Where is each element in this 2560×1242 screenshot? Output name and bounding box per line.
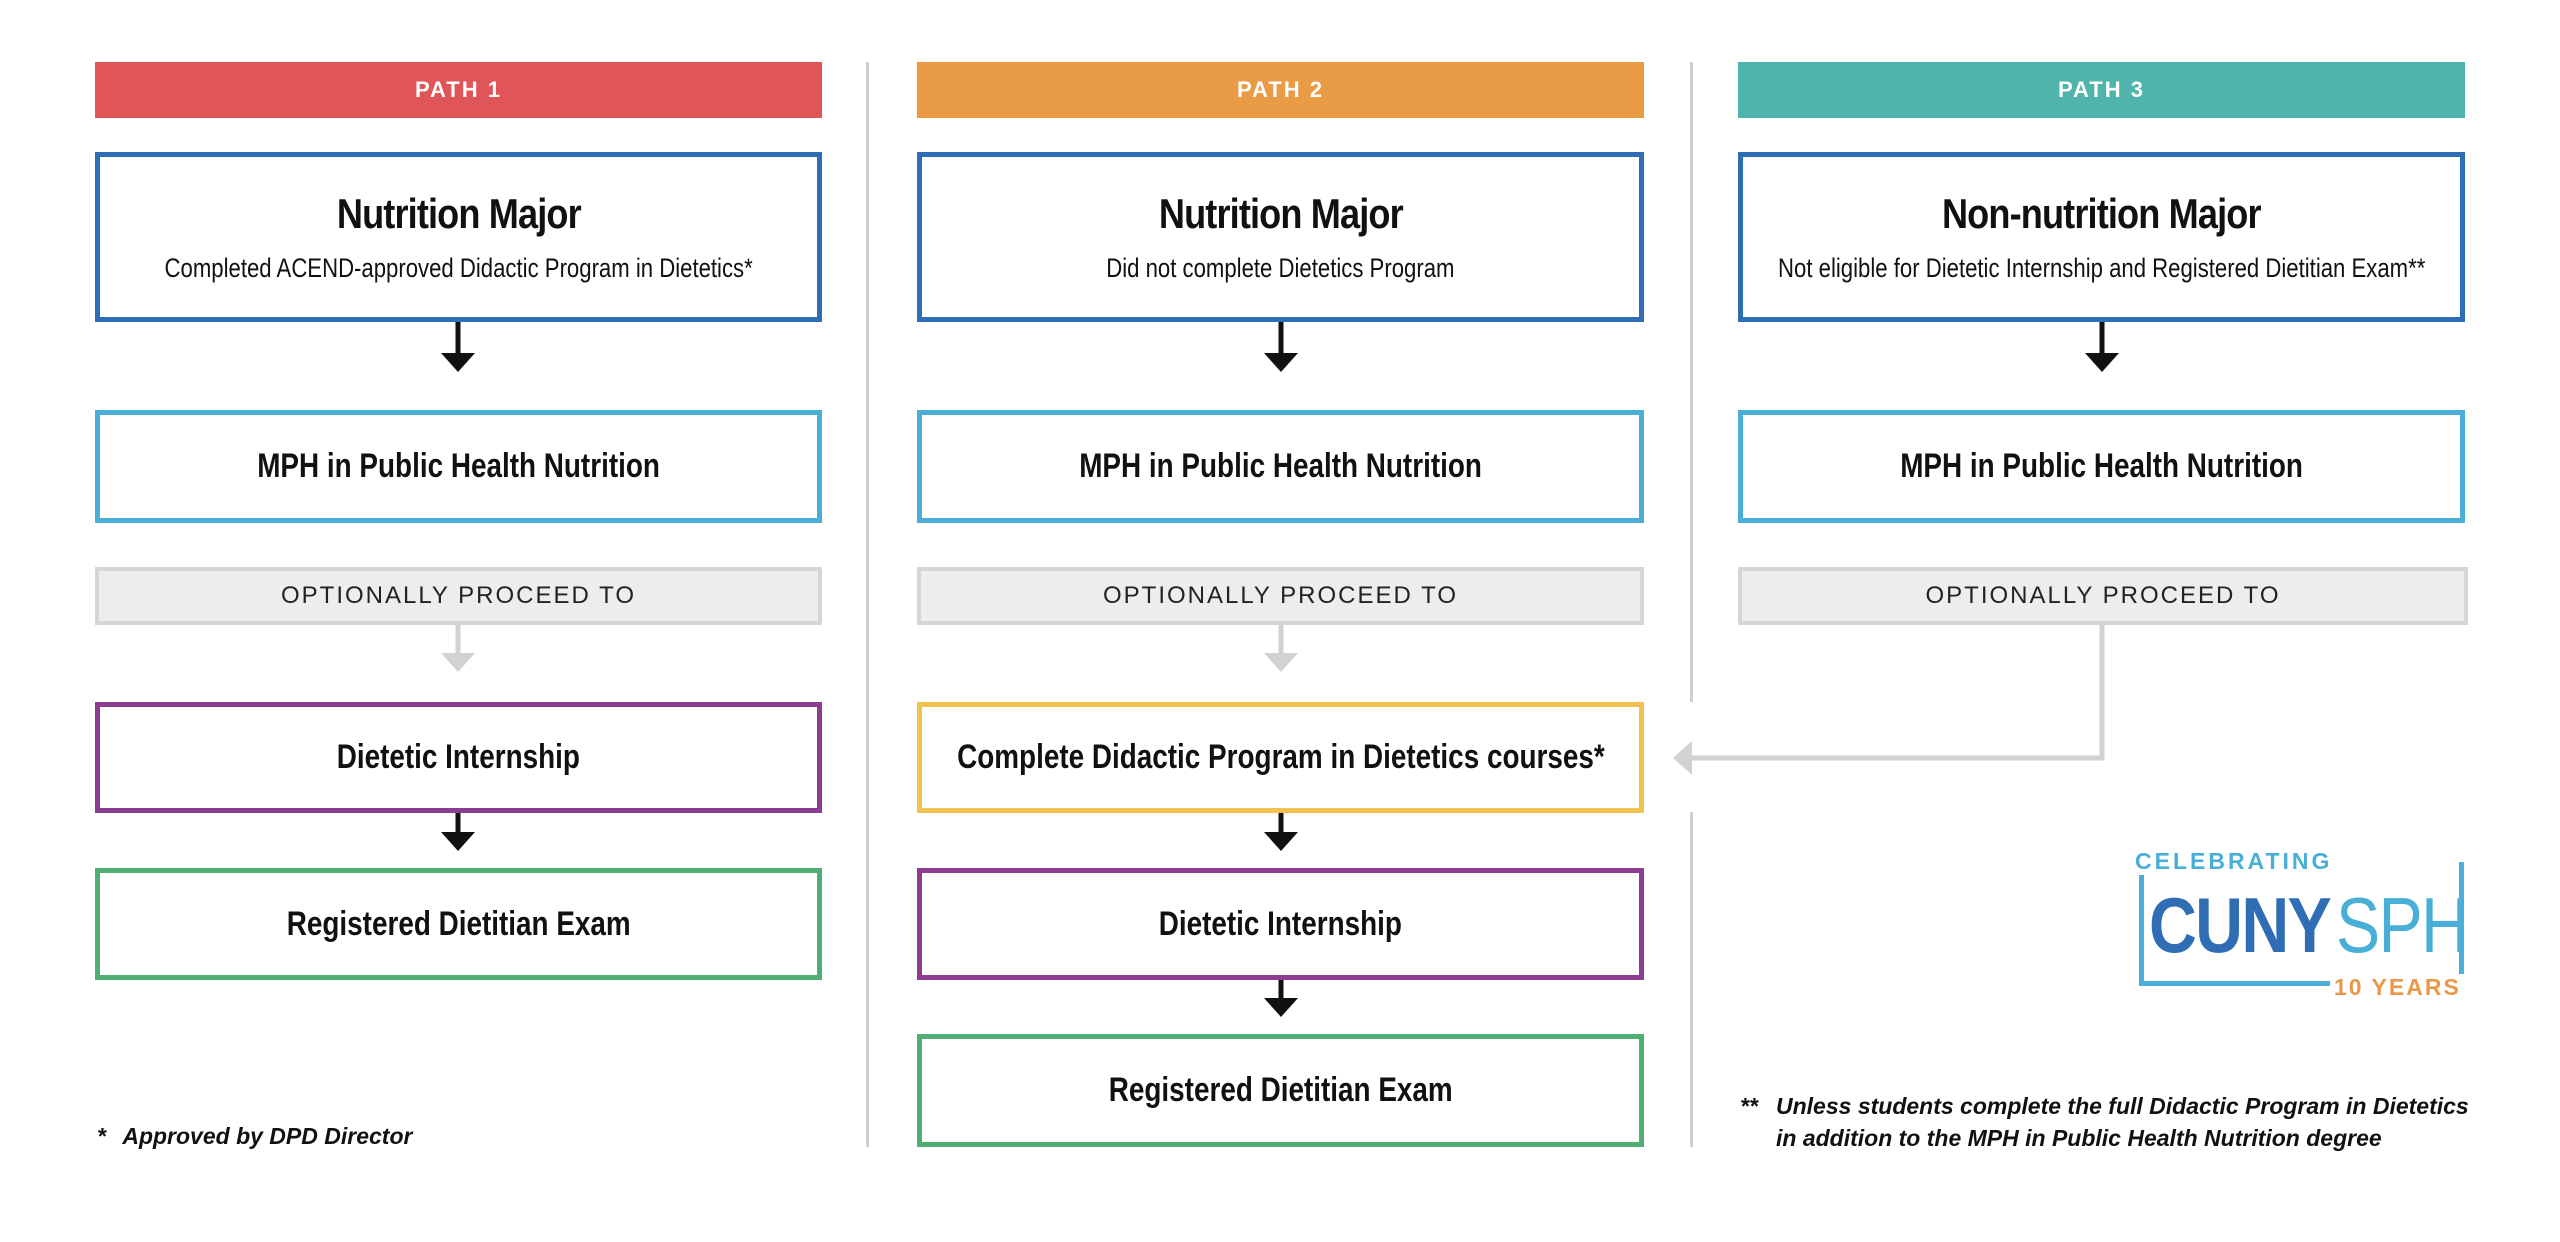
arrow-p2-optional-to-dpd [1264,625,1298,672]
arrow-p1-optional-to-internship [441,625,475,672]
path-2-dpd-courses-label: Complete Didactic Program in Dietetics c… [956,738,1605,776]
logo-frame [2139,862,2464,986]
footnote-dpd-director: * Approved by DPD Director [97,1120,412,1152]
path-2-optional-box: OPTIONALLY PROCEED TO [917,567,1644,625]
arrow-p2-internship-to-exam [1264,980,1298,1017]
path-1-header-label: PATH 1 [415,77,502,102]
path-3-header: PATH 3 [1738,62,2465,118]
path-2-dpd-courses-box: Complete Didactic Program in Dietetics c… [917,702,1644,813]
path-1-major-box: Nutrition Major Completed ACEND-approved… [95,152,822,322]
path-3-major-subtitle: Not eligible for Dietetic Internship and… [1777,252,2426,283]
arrow-p3-optional-to-path2-dpd [1673,625,2105,775]
arrow-p1-internship-to-exam [441,813,475,851]
path-3-header-label: PATH 3 [2058,77,2145,102]
path-2-header-label: PATH 2 [1237,77,1324,102]
arrow-p3-major-to-mph [2085,322,2119,372]
path-1-mph-label: MPH in Public Health Nutrition [257,447,660,485]
arrow-p2-dpd-to-internship [1264,813,1298,851]
logo-celebrating-text: CELEBRATING [2135,848,2339,875]
path-1-header: PATH 1 [95,62,822,118]
path-1-major-subtitle: Completed ACEND-approved Didactic Progra… [164,252,753,283]
path-2-exam-label: Registered Dietitian Exam [1108,1071,1453,1109]
path-3-mph-box: MPH in Public Health Nutrition [1738,410,2465,523]
footnote-didactic-program: ** Unless students complete the full Did… [1740,1090,2469,1154]
logo-wordmark: CUNY SPH [2149,880,2490,971]
path-1-exam-label: Registered Dietitian Exam [286,904,631,943]
path-1-major-title: Nutrition Major [336,190,582,238]
path-2-major-title: Nutrition Major [1158,190,1404,238]
logo-cuny-text: CUNY [2149,881,2332,969]
path-2-major-subtitle: Did not complete Dietetics Program [1106,252,1455,283]
path-1-exam-box: Registered Dietitian Exam [95,868,822,980]
path-3-major-title: Non-nutrition Major [1942,190,2262,238]
path-1-internship-box: Dietetic Internship [95,702,822,813]
path-1-optional-label: OPTIONALLY PROCEED TO [281,582,636,609]
path-2-major-box: Nutrition Major Did not complete Dieteti… [917,152,1644,322]
path-3-optional-label: OPTIONALLY PROCEED TO [1925,582,2281,609]
footnote-double-line-1: Unless students complete the full Didact… [1776,1093,2469,1119]
footnote-single-text: Approved by DPD Director [122,1123,413,1149]
path-2-header: PATH 2 [917,62,1644,118]
column-divider-1 [866,62,869,1147]
footnote-single-marker: * [97,1123,106,1149]
path-2-mph-label: MPH in Public Health Nutrition [1079,447,1482,485]
path-1-mph-box: MPH in Public Health Nutrition [95,410,822,523]
column-divider-2-lower [1690,812,1693,1147]
logo-sph-text: SPH [2336,881,2469,969]
path-3-mph-label: MPH in Public Health Nutrition [1900,447,2303,485]
path-1-internship-label: Dietetic Internship [336,738,581,776]
arrow-p1-major-to-mph [441,322,475,372]
path-1-optional-box: OPTIONALLY PROCEED TO [95,567,822,625]
path-2-optional-label: OPTIONALLY PROCEED TO [1103,582,1458,609]
arrow-p2-major-to-mph [1264,322,1298,372]
footnote-double-marker: ** [1740,1093,1758,1119]
path-3-optional-box: OPTIONALLY PROCEED TO [1738,567,2468,625]
path-2-internship-label: Dietetic Internship [1158,904,1403,943]
path-2-exam-box: Registered Dietitian Exam [917,1034,1644,1147]
column-divider-2-upper [1690,62,1693,702]
path-2-internship-box: Dietetic Internship [917,868,1644,980]
path-3-major-box: Non-nutrition Major Not eligible for Die… [1738,152,2465,322]
cuny-sph-logo: CELEBRATING CUNY SPH 10 YEARS [2135,848,2470,1001]
footnote-double-line-2: in addition to the MPH in Public Health … [1776,1125,2382,1151]
logo-years-text: 10 YEARS [2330,974,2465,1001]
path-2-mph-box: MPH in Public Health Nutrition [917,410,1644,523]
